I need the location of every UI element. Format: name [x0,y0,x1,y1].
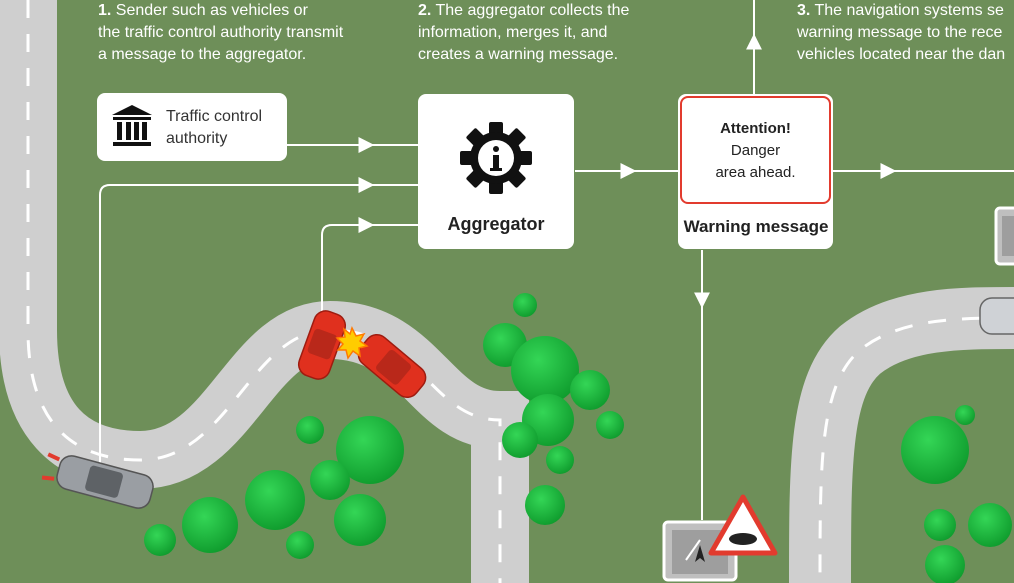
traffic-authority-line-2: authority [166,128,262,150]
step-1-line-1: Sender such as vehicles or [116,2,308,19]
warning-caption: Warning message [678,217,834,237]
step-3-line-1: The navigation systems se [815,2,1004,19]
bank-building-icon [110,103,154,149]
step-3-line-3: vehicles located near the dan [797,44,1005,66]
step-2-line-1: The aggregator collects the [436,2,630,19]
warning-title: Attention! [682,118,829,140]
step-1-line-2: the traffic control authority transmit [98,22,343,44]
step-3-line-2: warning message to the rece [797,22,1005,44]
navigation-device-right [996,208,1014,264]
aggregator-label: Aggregator [418,214,574,235]
step-3-text: 3. The navigation systems se warning mes… [797,0,1005,66]
receiving-car [980,298,1014,334]
step-2-number: 2. [418,2,431,19]
step-3-number: 3. [797,2,810,19]
step-2-line-2: information, merges it, and [418,22,629,44]
traffic-authority-line-1: Traffic control [166,106,262,128]
step-1-text: 1. Sender such as vehicles or the traffi… [98,0,343,66]
warning-line-2: area ahead. [682,162,829,184]
step-1-number: 1. [98,2,111,19]
warning-message-content: Attention! Danger area ahead. [680,96,831,204]
warning-line-1: Danger [682,140,829,162]
step-2-text: 2. The aggregator collects the informati… [418,0,629,66]
step-1-line-3: a message to the aggregator. [98,44,343,66]
traffic-authority-label: Traffic control authority [166,106,262,150]
gear-info-icon [458,120,534,196]
step-2-line-3: creates a warning message. [418,44,629,66]
